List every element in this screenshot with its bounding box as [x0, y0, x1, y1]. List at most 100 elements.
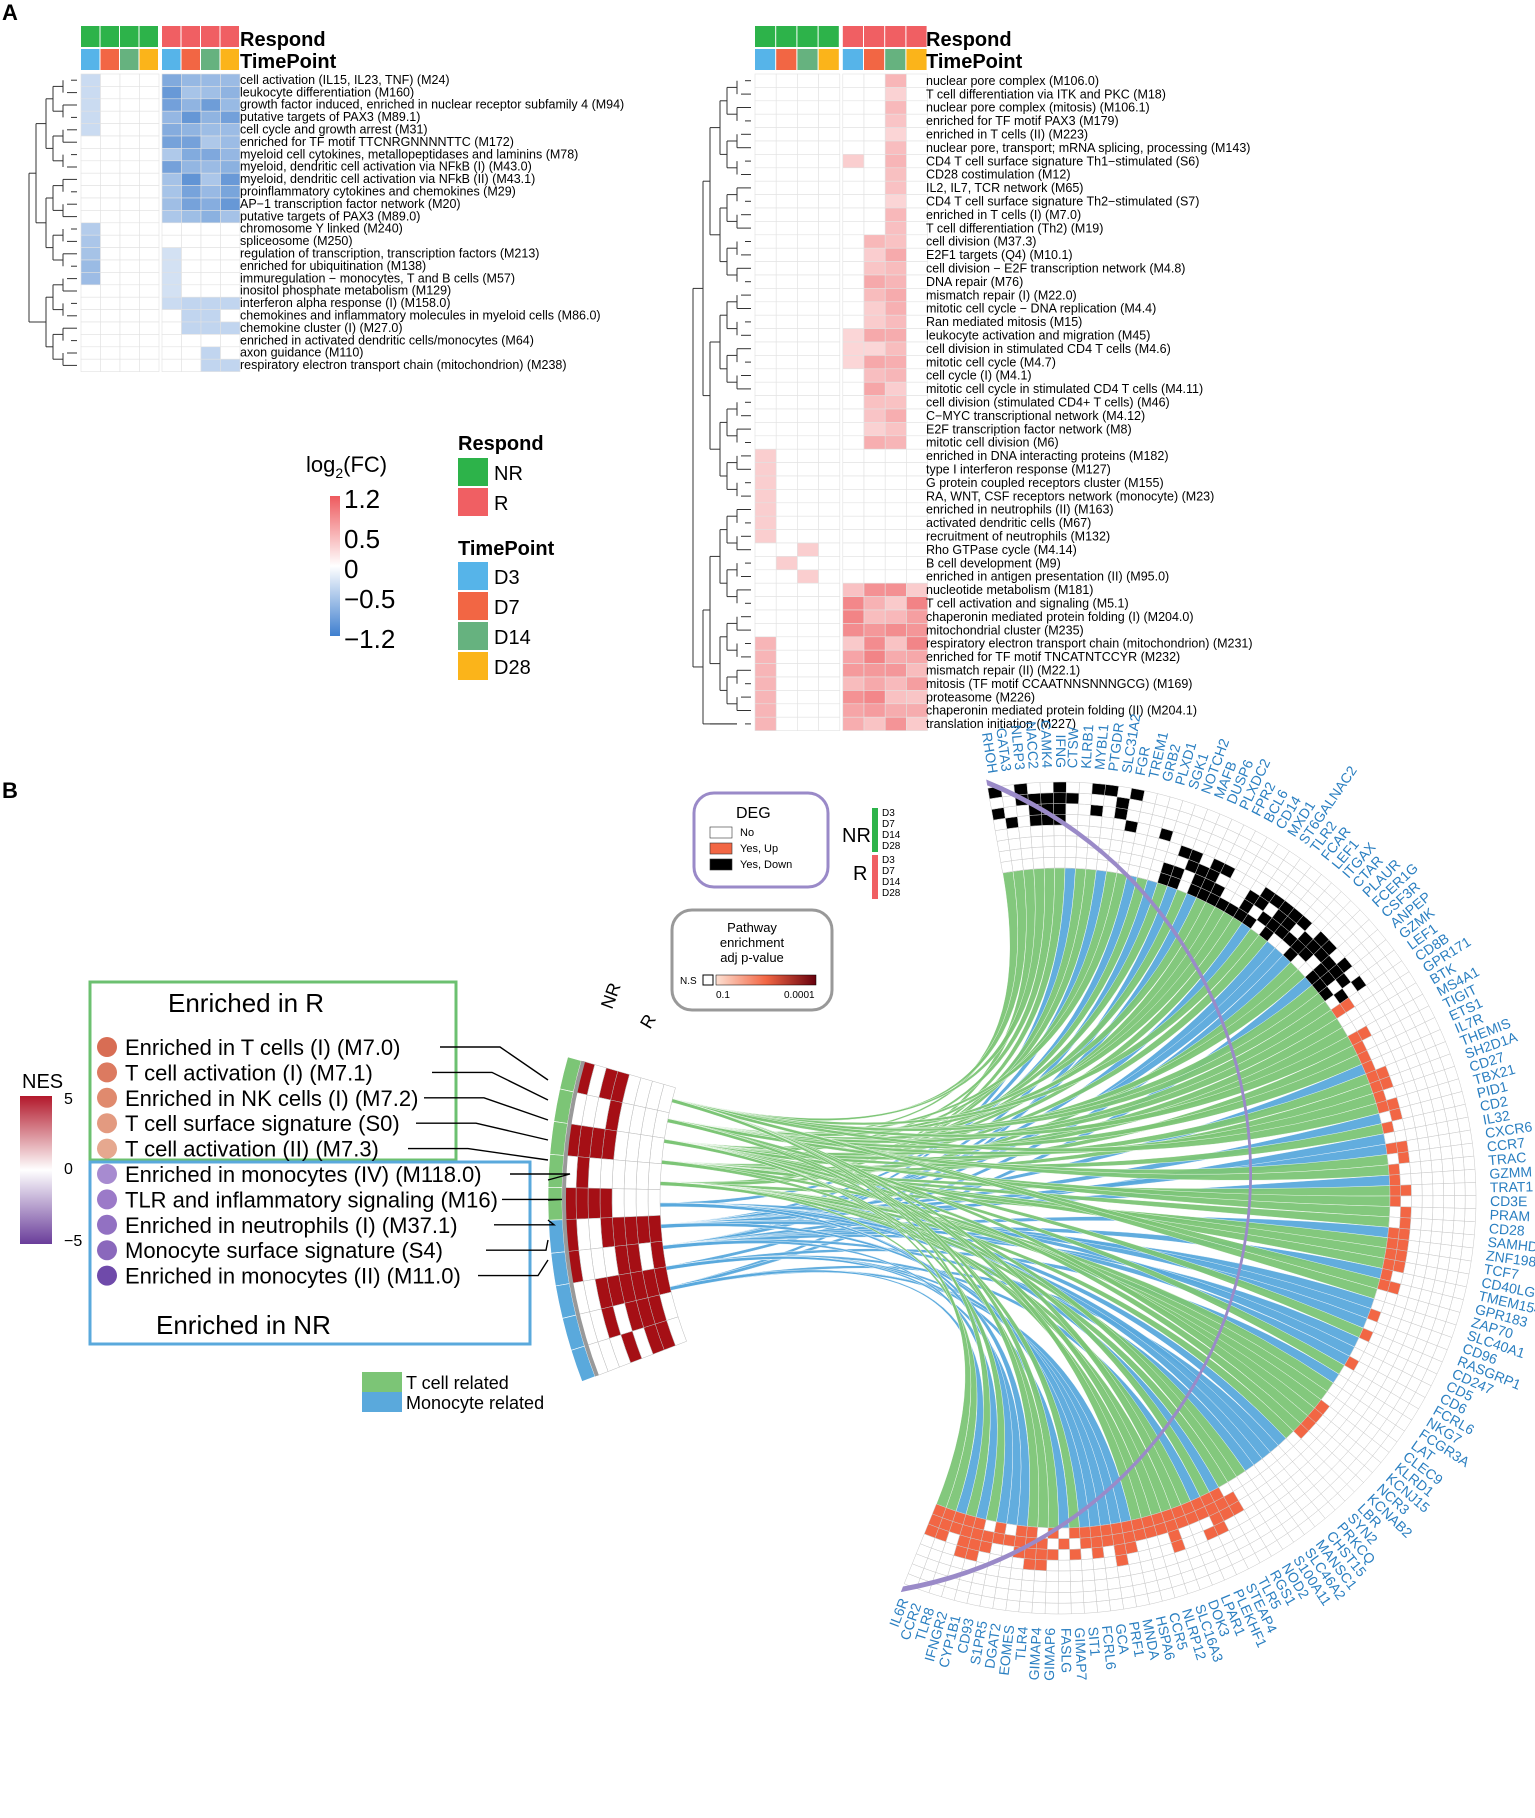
heatmap-cell: [842, 609, 865, 624]
heatmap-cell: [842, 663, 865, 678]
annotation-timepoint-cell: [776, 49, 797, 70]
heatmap-cell: [884, 234, 907, 249]
gene-label: SAMHD1: [1487, 1234, 1535, 1256]
gene-label: CCR7: [1486, 1134, 1526, 1154]
heatmap-cell: [842, 247, 865, 262]
deg-ring-cell: [1439, 1243, 1452, 1259]
heatmap-cell: [818, 716, 841, 731]
heatmap-cell: [161, 148, 182, 162]
gene-label: GCA: [1112, 1623, 1132, 1656]
heatmap-cell: [884, 207, 907, 222]
heatmap-cell: [863, 140, 886, 155]
deg-ring-cell: [1458, 1259, 1472, 1275]
heatmap-cell: [754, 288, 777, 303]
heatmap-cell: [161, 321, 182, 335]
heatmap-cell: [818, 609, 841, 624]
heatmap-right-annotation-bars: [755, 26, 927, 70]
heatmap-cell: [863, 274, 886, 289]
heatmap-cell: [863, 154, 886, 169]
heatmap-cell: [842, 448, 865, 463]
gene-label: TCF7: [1483, 1261, 1520, 1283]
heatmap-cell: [754, 515, 777, 530]
heatmap-cell: [797, 542, 819, 557]
module-leader-line: [416, 1122, 549, 1141]
heatmap-cell: [181, 185, 202, 199]
heatmap-row-label: type I interferon response (M127): [926, 463, 1111, 477]
heatmap-cell: [818, 515, 841, 530]
heatmap-cell: [797, 314, 819, 329]
heatmap-cell: [139, 234, 160, 248]
deg-ring-cell: [1085, 858, 1098, 871]
heatmap-cell: [863, 408, 886, 423]
heatmap-cell: [818, 475, 841, 490]
annotation-respond-cell: [100, 26, 119, 47]
heatmap-cell: [181, 210, 202, 224]
heatmap-cell: [754, 663, 777, 678]
heatmap-cell: [818, 636, 841, 651]
heatmap-cell: [80, 160, 101, 174]
heatmap-cell: [200, 259, 221, 273]
deg-ring-cell: [1400, 1184, 1412, 1197]
deg-ring-cell: [1015, 1524, 1028, 1538]
heatmap-cell: [139, 358, 160, 372]
module-nes-dot: [97, 1113, 117, 1134]
heatmap-row-label: CD28 costimulation (M12): [926, 168, 1071, 182]
heatmap-cell: [139, 135, 160, 149]
deg-ring-cell: [1129, 787, 1145, 802]
heatmap-cell: [863, 623, 886, 638]
deg-ring-cell: [1421, 1183, 1434, 1197]
heatmap-cell: [161, 272, 182, 286]
heatmap-cell: [884, 596, 907, 611]
heatmap-cell: [100, 284, 121, 298]
heatmap-cell: [797, 502, 819, 517]
heatmap-left-timepoint-label: TimePoint: [240, 51, 337, 73]
fc-legend-title: log2(FC): [306, 452, 387, 481]
deg-ring-cell: [1032, 1591, 1047, 1604]
deg-ring-cell: [1053, 824, 1066, 837]
heatmap-cell: [818, 676, 841, 691]
module-side-color: [562, 1314, 585, 1351]
deg-ring-cell: [1054, 857, 1066, 869]
heatmap-cell: [161, 222, 182, 236]
heatmap-cell: [842, 314, 865, 329]
deg-ring-cell: [1448, 1131, 1462, 1147]
deg-ring-cell: [1398, 1162, 1411, 1175]
heatmap-cell: [818, 569, 841, 584]
heatmap-cell: [220, 98, 241, 112]
module-label: Monocyte surface signature (S4): [125, 1238, 443, 1263]
heatmap-right-cells: [754, 73, 928, 731]
heatmap-cell: [818, 207, 841, 222]
heatmap-cell: [181, 272, 202, 286]
nes-tick-high: 5: [64, 1091, 73, 1108]
heatmap-cell: [842, 529, 865, 544]
heatmap-row-label: chaperonin mediated protein folding (II)…: [926, 704, 1197, 718]
heatmap-cell: [818, 529, 841, 544]
annotation-respond-cell: [120, 26, 139, 47]
heatmap-cell: [884, 381, 907, 396]
gene-label: GZMM: [1489, 1163, 1533, 1181]
heatmap-cell: [906, 247, 928, 262]
deg-ring-cell: [994, 1587, 1009, 1601]
deg-ring-cell: [1454, 1103, 1469, 1120]
heatmap-cell: [80, 210, 101, 224]
heatmap-cell: [906, 221, 928, 236]
heatmap-cell: [884, 87, 907, 102]
heatmap-cell: [754, 542, 777, 557]
deg-ring-cell: [1069, 1559, 1083, 1572]
deg-ring-cell: [1079, 1526, 1092, 1539]
heatmap-cell: [119, 346, 140, 360]
deg-ring-cell: [1023, 1547, 1037, 1560]
heatmap-cell: [754, 649, 777, 664]
heatmap-cell: [863, 596, 886, 611]
heatmap-cell: [80, 259, 101, 273]
heatmap-row-label: respiratory electron transport chain (mi…: [926, 637, 1253, 651]
heatmap-cell: [775, 341, 798, 356]
deg-ring-cell: [1432, 1195, 1444, 1209]
heatmap-row-label: T cell differentiation via ITK and PKC (…: [926, 87, 1166, 101]
module-side-color: [547, 1186, 563, 1221]
deg-legend-swatch: [709, 842, 733, 855]
annotation-respond-cell: [776, 26, 797, 47]
heatmap-cell: [797, 395, 819, 410]
heatmap-cell: [906, 569, 928, 584]
